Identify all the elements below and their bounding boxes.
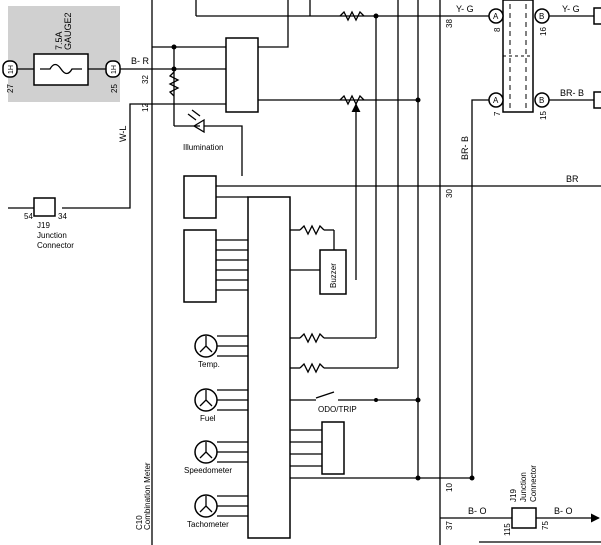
wire-label-y-g-left: Y- G bbox=[456, 4, 474, 14]
svg-text:115: 115 bbox=[503, 523, 512, 536]
svg-text:Connector: Connector bbox=[529, 465, 538, 502]
svg-text:34: 34 bbox=[58, 212, 67, 221]
pin-30: 30 bbox=[445, 189, 454, 198]
svg-text:Junction: Junction bbox=[37, 231, 67, 240]
buzzer bbox=[319, 249, 347, 295]
meter-name: Combination Meter bbox=[143, 462, 152, 530]
svg-text:Connector: Connector bbox=[37, 241, 74, 250]
meter-sub-block-2 bbox=[183, 229, 217, 303]
svg-text:B: B bbox=[539, 96, 544, 105]
tachometer-gauge: Tachometer bbox=[187, 494, 248, 529]
junction-connector-left: 54 34 J19 Junction Connector bbox=[24, 197, 74, 250]
wire-label-b-o-left: B- O bbox=[468, 506, 487, 516]
junction-connector-bottom: 115 75 J19 Junction Connector bbox=[503, 465, 550, 536]
speedometer-label: Speedometer bbox=[184, 466, 232, 475]
fuse-terminal-left: 1H bbox=[8, 65, 15, 74]
tachometer-label: Tachometer bbox=[187, 520, 229, 529]
svg-text:A: A bbox=[493, 12, 499, 21]
svg-text:16: 16 bbox=[539, 27, 548, 36]
speedometer-icon bbox=[199, 442, 213, 459]
tachometer-icon bbox=[199, 496, 213, 513]
gauge-ic-block bbox=[225, 37, 259, 113]
svg-text:15: 15 bbox=[539, 111, 548, 120]
temp-gauge-icon bbox=[199, 336, 213, 353]
svg-text:8: 8 bbox=[493, 27, 502, 32]
svg-text:B: B bbox=[539, 12, 544, 21]
fuse-name: GAUGE2 bbox=[63, 12, 73, 50]
pin-10: 10 bbox=[445, 483, 454, 492]
fuel-label: Fuel bbox=[200, 414, 216, 423]
wire-label-br-b-right: BR- B bbox=[560, 88, 584, 98]
svg-text:A: A bbox=[493, 96, 499, 105]
meter-sub-block-1 bbox=[183, 175, 217, 219]
fuse-pin-left: 27 bbox=[6, 84, 15, 93]
pin-32: 32 bbox=[141, 75, 150, 84]
wire-label-br: BR bbox=[566, 174, 579, 184]
svg-text:75: 75 bbox=[541, 521, 550, 530]
pin-38: 38 bbox=[445, 19, 454, 28]
wire-label-b-r: B- R bbox=[131, 56, 150, 66]
speedometer-gauge: Speedometer bbox=[184, 440, 248, 475]
pin-12: 12 bbox=[141, 103, 150, 112]
wire-label-y-g-right: Y- G bbox=[562, 4, 580, 14]
svg-text:J19: J19 bbox=[509, 489, 518, 502]
fuse-terminal-right: 1H bbox=[111, 65, 118, 74]
fuse-block: 7.5A GAUGE2 1H 27 1H 25 bbox=[2, 6, 121, 102]
illumination-label: Illumination bbox=[183, 143, 223, 152]
fuel-gauge: Fuel bbox=[194, 388, 248, 423]
wire-label-w-l: W-L bbox=[118, 126, 128, 142]
fuel-gauge-icon bbox=[199, 390, 213, 407]
svg-text:54: 54 bbox=[24, 212, 33, 221]
svg-text:7: 7 bbox=[493, 111, 502, 116]
meter-main-ic bbox=[247, 196, 291, 539]
temp-gauge: Temp. bbox=[194, 334, 248, 369]
fuse-symbol-icon bbox=[40, 63, 82, 75]
fuse-rating: 7.5A bbox=[54, 31, 64, 50]
odo-trip-label: ODO/TRIP bbox=[318, 405, 357, 414]
fuse-pin-right: 25 bbox=[110, 84, 119, 93]
buzzer-label: Buzzer bbox=[329, 263, 338, 288]
wire-label-br-b: BR- B bbox=[460, 136, 470, 160]
svg-text:Junction: Junction bbox=[519, 472, 528, 502]
temp-label: Temp. bbox=[198, 360, 220, 369]
pin-37: 37 bbox=[445, 521, 454, 530]
wire-label-b-o-right: B- O bbox=[554, 506, 573, 516]
meter-id: C10 bbox=[135, 515, 144, 530]
svg-text:J19: J19 bbox=[37, 221, 50, 230]
connector-block: A 8 B 16 A 7 B 15 bbox=[488, 0, 550, 120]
odo-trip-switch-icon bbox=[315, 391, 335, 399]
meter-sub-block-3 bbox=[321, 421, 345, 475]
